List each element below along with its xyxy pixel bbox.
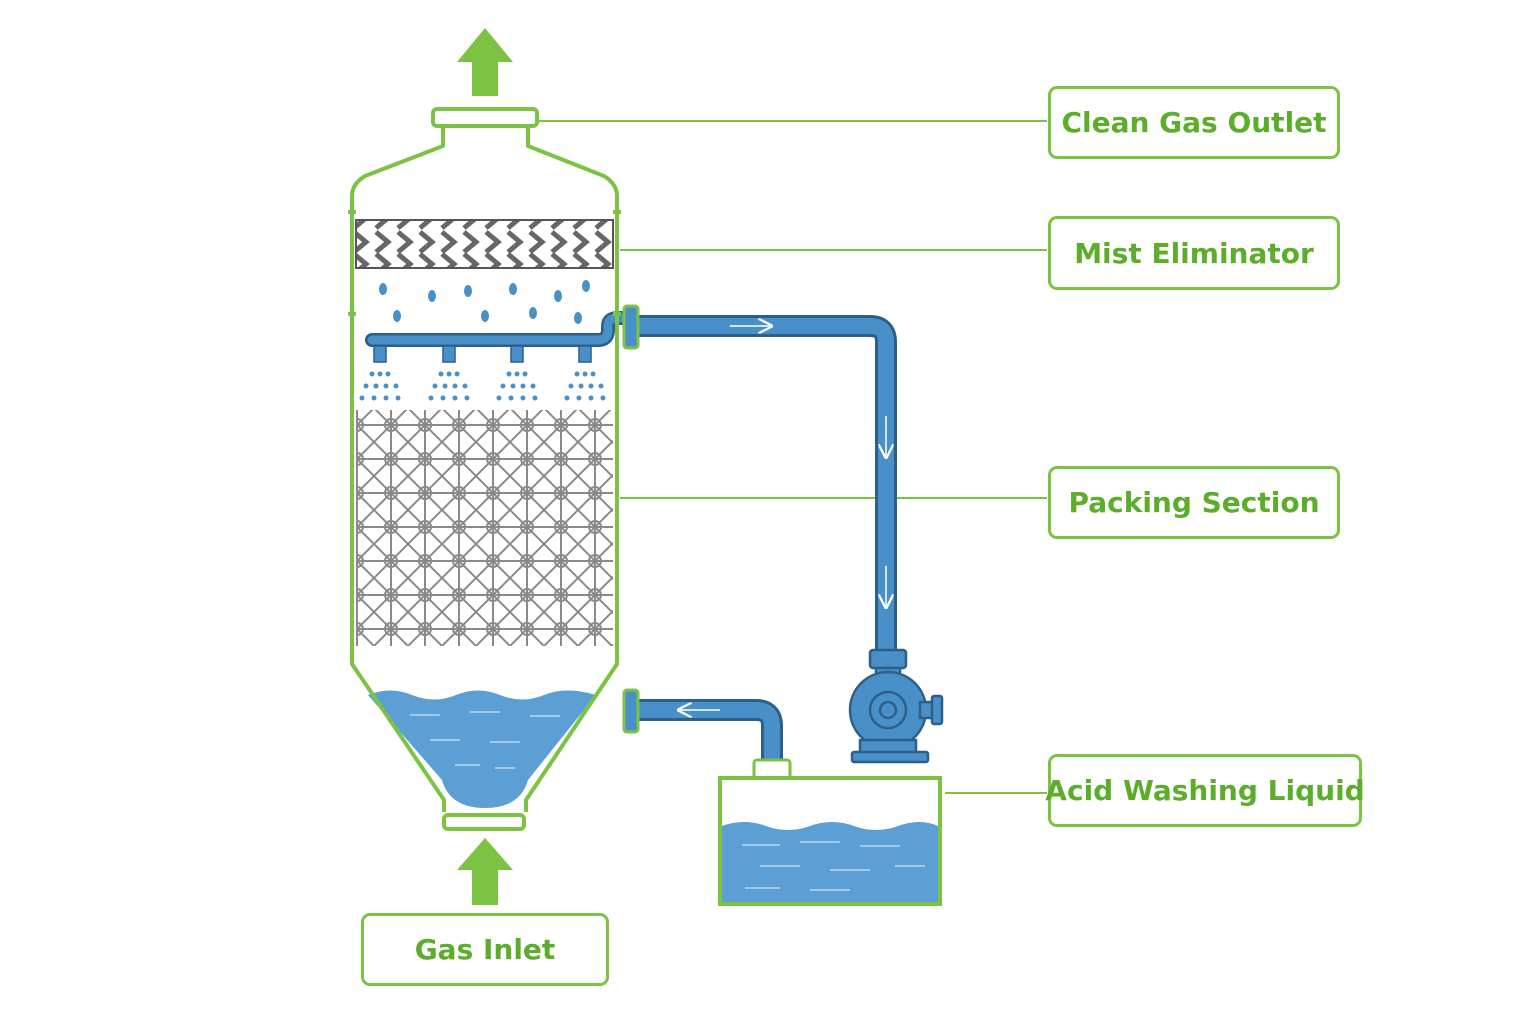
outlet-flange [431, 107, 539, 128]
spray-nozzle-icon [510, 345, 524, 363]
tower-seam-ticks [348, 210, 621, 316]
tower-vessel-outline [350, 126, 619, 812]
tank-outline [718, 776, 942, 906]
supply-inlet-flange [622, 304, 640, 350]
spray-nozzle-icon [442, 345, 456, 363]
return-outlet-flange [622, 688, 640, 734]
label-gas-inlet: Gas Inlet [361, 913, 609, 986]
spray-nozzle-icon [578, 345, 592, 363]
leader-lines [538, 120, 1047, 794]
label-clean-gas-outlet-text: Clean Gas Outlet [1061, 106, 1327, 139]
packing-section-block [356, 410, 613, 646]
label-gas-inlet-text: Gas Inlet [414, 933, 556, 966]
spray-nozzle-icon [373, 345, 387, 363]
tank-inlet-flange [752, 758, 792, 780]
label-mist-eliminator-text: Mist Eliminator [1074, 236, 1314, 270]
supply-pipe [632, 315, 897, 650]
outlet-up-arrow-icon [457, 28, 513, 96]
spray-nozzles [373, 345, 592, 363]
label-mist-eliminator: Mist Eliminator [1048, 216, 1340, 290]
label-acid-washing-liquid: Acid Washing Liquid [1045, 754, 1365, 827]
inlet-flange [442, 813, 526, 831]
label-clean-gas-outlet: Clean Gas Outlet [1048, 86, 1340, 159]
droplets-upper [379, 280, 590, 324]
label-packing-section: Packing Section [1048, 466, 1340, 539]
spray-droplets [359, 371, 606, 401]
tank-ripples [742, 841, 925, 891]
label-packing-section-text: Packing Section [1068, 486, 1320, 519]
label-acid-washing-liquid-text: Acid Washing Liquid [1045, 774, 1365, 807]
inlet-up-arrow-icon [457, 838, 513, 905]
pump-icon [848, 648, 944, 764]
tank-liquid [722, 822, 938, 902]
mist-eliminator-block [355, 219, 614, 269]
tower-sump-liquid [368, 690, 596, 808]
sump-ripples [410, 711, 560, 769]
